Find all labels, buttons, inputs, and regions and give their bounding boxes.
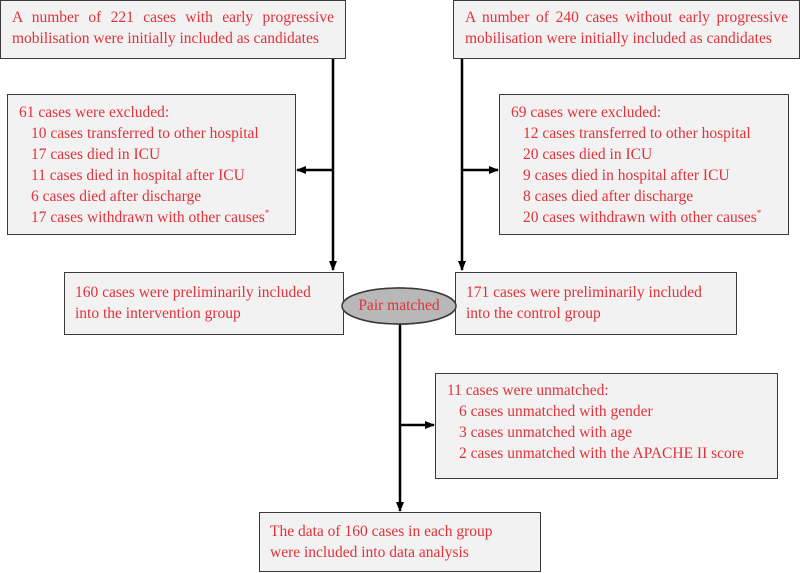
unmatched-item: 3 cases unmatched with age — [459, 424, 633, 441]
excluded-right-item-text: 20 cases withdrawn with other causes — [523, 209, 757, 226]
control-line-2: into the control group — [466, 305, 601, 322]
excluded-left-item: 6 cases died after discharge — [31, 188, 202, 205]
intervention-line-1: 160 cases were preliminarily included — [75, 284, 311, 301]
top-left-line-1: A number of 221 cases with early progres… — [12, 9, 334, 26]
excluded-left-header: 61 cases were excluded: — [19, 104, 170, 121]
unmatched-box: 11 cases were unmatched: 6 cases unmatch… — [435, 373, 778, 479]
excluded-left-item-last: 17 cases withdrawn with other causes* — [19, 207, 284, 228]
unmatched-header: 11 cases were unmatched: — [447, 382, 609, 399]
final-analysis-box: The data of 160 cases in each group were… — [259, 512, 541, 572]
intervention-line-2: into the intervention group — [75, 305, 241, 322]
pair-matched-label: Pair matched — [358, 297, 440, 314]
excluded-left-item: 17 cases died in ICU — [31, 146, 161, 163]
final-line-2: were included into data analysis — [270, 544, 469, 561]
excluded-right-item: 8 cases died after discharge — [523, 188, 694, 205]
initial-candidates-no-early-mobilisation-box: A number of 240 cases without early prog… — [453, 0, 800, 59]
control-group-box: 171 cases were preliminarily included in… — [455, 272, 737, 335]
excluded-right-header: 69 cases were excluded: — [511, 104, 662, 121]
excluded-right-item: 9 cases died in hospital after ICU — [523, 167, 730, 184]
excluded-right-item-last: 20 cases withdrawn with other causes* — [511, 207, 777, 228]
unmatched-item: 2 cases unmatched with the APACHE II sco… — [459, 445, 744, 462]
top-right-line-1: A number of 240 cases without early prog… — [465, 9, 788, 26]
footnote-asterisk: * — [756, 207, 762, 218]
footnote-asterisk: * — [264, 207, 270, 218]
excluded-right-item: 20 cases died in ICU — [523, 146, 653, 163]
unmatched-item: 6 cases unmatched with gender — [459, 403, 653, 420]
excluded-left-item: 10 cases transferred to other hospital — [31, 125, 259, 142]
excluded-left-item-text: 17 cases withdrawn with other causes — [31, 209, 265, 226]
initial-candidates-early-mobilisation-box: A number of 221 cases with early progres… — [0, 0, 346, 59]
top-right-line-2: mobilisation were initially included as … — [465, 30, 772, 47]
excluded-right-item: 12 cases transferred to other hospital — [523, 125, 751, 142]
excluded-left-box: 61 cases were excluded: 10 cases transfe… — [7, 94, 296, 235]
top-left-line-2: mobilisation were initially included as … — [12, 30, 319, 47]
excluded-right-box: 69 cases were excluded: 12 cases transfe… — [499, 94, 789, 235]
control-line-1: 171 cases were preliminarily included — [466, 284, 702, 301]
final-line-1: The data of 160 cases in each group — [270, 523, 493, 540]
intervention-group-box: 160 cases were preliminarily included in… — [64, 272, 344, 335]
excluded-left-item: 11 cases died in hospital after ICU — [31, 167, 245, 184]
